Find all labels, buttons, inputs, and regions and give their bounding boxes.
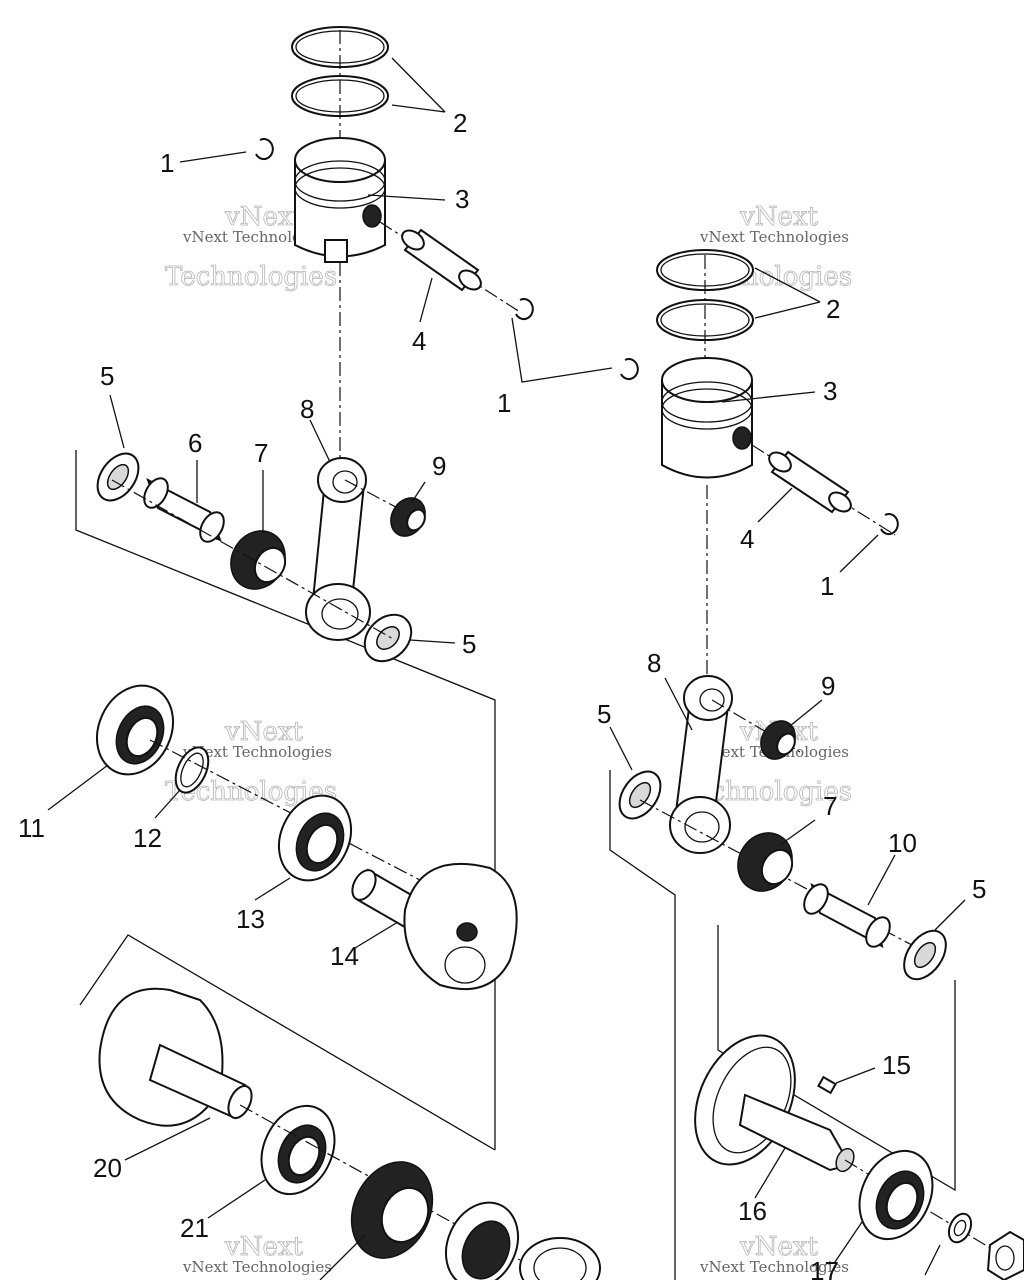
callout-14-crank-half: 14 xyxy=(330,941,359,971)
callout-4-left-pin: 4 xyxy=(412,326,426,356)
right-bearing-17 xyxy=(858,1149,934,1241)
right-piston-pin-4 xyxy=(751,444,896,536)
right-needle-bearing-7 xyxy=(737,832,794,892)
callout-7-right-needle-bearing: 7 xyxy=(823,791,837,821)
callout-13-main-bearing: 13 xyxy=(236,904,265,934)
callout-15-key: 15 xyxy=(882,1050,911,1080)
callout-5-left-washer-bottom: 5 xyxy=(462,629,476,659)
watermark-top-left: vNext Technologies vNext Technologies xyxy=(165,202,338,293)
right-key-15 xyxy=(817,1075,837,1095)
right-small-end-bearing-9 xyxy=(760,720,796,760)
left-shim-12 xyxy=(174,746,210,794)
right-washer-lower xyxy=(947,1212,973,1244)
left-crank-bracket xyxy=(79,934,496,1151)
left-main-bearing-13 xyxy=(278,794,352,882)
callout-20-flywheel: 20 xyxy=(93,1153,122,1183)
callout-5-left-washer-top: 5 xyxy=(100,361,114,391)
callout-7-left-needle-bearing: 7 xyxy=(254,438,268,468)
right-connecting-rod-8 xyxy=(669,675,733,854)
svg-text:vNext: vNext xyxy=(224,1232,303,1262)
left-seal-lower xyxy=(350,1161,434,1259)
right-piston-clip-left xyxy=(620,358,639,381)
svg-text:vNext: vNext xyxy=(739,202,818,232)
svg-text:vNext: vNext xyxy=(224,202,303,232)
callout-2-right-rings: 2 xyxy=(826,294,840,324)
svg-text:Technologies: Technologies xyxy=(165,262,337,292)
callout-3-left-piston: 3 xyxy=(455,184,469,214)
svg-text:vNext Technologies: vNext Technologies xyxy=(182,743,332,761)
left-washer-5-top xyxy=(96,452,140,502)
svg-text:vNext: vNext xyxy=(739,1232,818,1262)
callout-9-left-small-bearing: 9 xyxy=(432,451,446,481)
callout-11-main-bearing: 11 xyxy=(18,813,45,843)
clip-connector-line xyxy=(511,317,613,383)
watermark-bottom-left: vNext vNext Technologies xyxy=(182,1232,332,1276)
left-needle-bearing-7 xyxy=(230,530,287,590)
callout-10-right-crankpin: 10 xyxy=(888,828,917,858)
right-pin-clip xyxy=(880,513,899,536)
right-washer-5-right xyxy=(903,929,947,981)
svg-text:vNext Technologies: vNext Technologies xyxy=(182,1258,332,1276)
callout-16-crank-half: 16 xyxy=(738,1196,767,1226)
callout-3-right-piston: 3 xyxy=(823,376,837,406)
left-piston-rings xyxy=(291,26,389,160)
right-nut-lower xyxy=(986,1230,1024,1280)
right-crank-bracket xyxy=(717,925,956,1192)
svg-text:vNext: vNext xyxy=(224,717,303,747)
left-rod-axis xyxy=(111,479,396,641)
left-main-bearing-11 xyxy=(96,684,174,776)
left-flywheel-20 xyxy=(98,987,253,1127)
right-crank-half-16 xyxy=(694,1034,855,1173)
left-piston xyxy=(294,137,386,460)
left-pin-clip xyxy=(515,298,534,321)
right-piston-rings xyxy=(656,249,754,380)
left-crank-axis xyxy=(149,739,421,881)
left-bearing-21 xyxy=(260,1104,336,1196)
callout-5-right-washer-right: 5 xyxy=(972,874,986,904)
right-piston xyxy=(661,357,753,680)
left-connecting-rod-8 xyxy=(305,457,371,641)
right-rod-axis xyxy=(639,799,941,961)
left-piston-pin-4 xyxy=(379,221,521,313)
left-gear-lower xyxy=(519,1237,601,1280)
right-washer-5-left xyxy=(618,770,662,820)
callout-12-shim: 12 xyxy=(133,823,162,853)
callout-6-left-crankpin: 6 xyxy=(188,428,202,458)
callout-1-connector-clip: 1 xyxy=(497,388,511,418)
leader-lines xyxy=(47,57,966,1280)
left-small-end-bearing-9 xyxy=(344,479,426,537)
left-bearing-lower xyxy=(445,1201,519,1280)
callout-8-right-rod: 8 xyxy=(647,648,661,678)
right-crankpin-10 xyxy=(803,883,891,948)
left-piston-clip-1 xyxy=(255,138,274,161)
callout-1-right-clip: 1 xyxy=(820,571,834,601)
callout-17-bearing: 17 xyxy=(810,1256,839,1280)
callout-21-bearing: 21 xyxy=(180,1213,209,1243)
callout-1-left-clip: 1 xyxy=(160,148,174,178)
callout-8-left-rod: 8 xyxy=(300,394,314,424)
callout-2-left-rings: 2 xyxy=(453,108,467,138)
svg-text:vNext Technologies: vNext Technologies xyxy=(699,1258,849,1276)
svg-text:vNext Technologies: vNext Technologies xyxy=(699,228,849,246)
right-group-bracket xyxy=(609,770,676,1280)
left-crank-half-14 xyxy=(351,862,518,991)
left-crankpin-6 xyxy=(143,477,225,543)
callout-5-right-washer-left: 5 xyxy=(597,699,611,729)
callout-9-right-small-bearing: 9 xyxy=(821,671,835,701)
callout-4-right-pin: 4 xyxy=(740,524,754,554)
watermark-bottom-right: vNext vNext Technologies xyxy=(699,1232,849,1276)
